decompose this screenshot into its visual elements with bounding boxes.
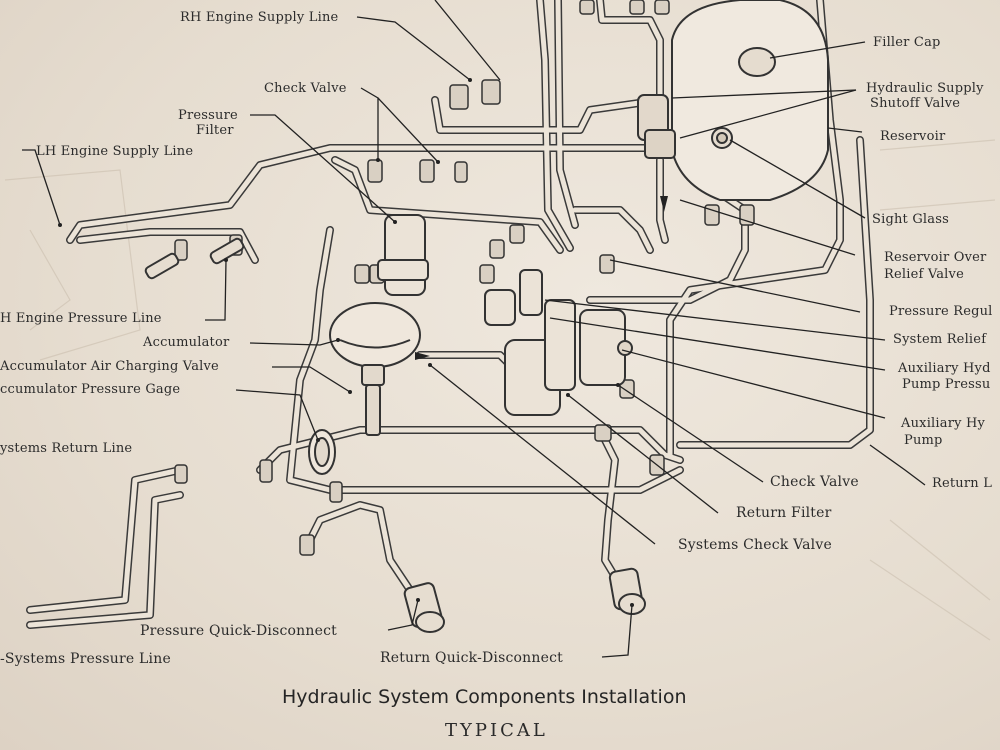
lh-engine-fittings xyxy=(144,237,245,280)
label-system-relief: System Relief xyxy=(893,332,987,347)
label-hydraulic-supply-line2: Shutoff Valve xyxy=(870,96,961,111)
label-reservoir-overboard-line1: Reservoir Over xyxy=(884,250,987,265)
label-filler-cap: Filler Cap xyxy=(873,35,941,50)
label-hydraulic-supply-line1: Hydraulic Supply xyxy=(866,81,984,96)
label-check-valve-top: Check Valve xyxy=(264,81,347,96)
label-pressure-regulator: Pressure Regul xyxy=(889,304,993,319)
label-pressure-quick-disconnect: Pressure Quick-Disconnect xyxy=(140,623,337,639)
quick-disconnects xyxy=(403,567,646,633)
label-return-filter: Return Filter xyxy=(736,505,832,521)
leader-lines xyxy=(22,0,926,658)
label-accumulator-air-charging-valve: Accumulator Air Charging Valve xyxy=(0,359,219,374)
label-reservoir: Reservoir xyxy=(880,129,946,144)
label-accumulator-pressure-gage: ccumulator Pressure Gage xyxy=(0,382,181,397)
label-aux-hyd-pump-line2: Pump xyxy=(904,433,943,448)
label-pressure-filter-line1: Pressure xyxy=(178,108,238,123)
label-accumulator: Accumulator xyxy=(143,335,230,350)
label-aux-hyd-pump-line1: Auxiliary Hy xyxy=(901,416,986,431)
flow-arrows xyxy=(415,196,668,360)
label-aux-hyd-pump-pressure-line2: Pump Pressu xyxy=(902,377,991,392)
figure-title: Hydraulic System Components Installation xyxy=(282,686,687,708)
label-lh-engine-supply-line: LH Engine Supply Line xyxy=(36,144,194,159)
reservoir-tank xyxy=(637,0,829,201)
label-sight-glass: Sight Glass xyxy=(872,212,949,227)
label-systems-return-line: ystems Return Line xyxy=(0,441,133,456)
label-systems-check-valve: Systems Check Valve xyxy=(678,537,832,553)
pump-cluster xyxy=(484,269,633,416)
label-check-valve-right: Check Valve xyxy=(770,474,859,490)
background-ghost-lines xyxy=(4,139,996,641)
label-systems-pressure-line: -Systems Pressure Line xyxy=(0,651,171,667)
pressure-filter-body xyxy=(377,214,429,296)
label-aux-hyd-pump-pressure-line1: Auxiliary Hyd xyxy=(898,361,991,376)
accumulator-sphere xyxy=(329,302,421,436)
figure-subtitle: TYPICAL xyxy=(445,720,548,741)
leader-dots xyxy=(58,78,634,607)
label-return-line: Return L xyxy=(932,476,993,491)
label-rh-engine-supply-line: RH Engine Supply Line xyxy=(180,10,339,25)
label-return-quick-disconnect: Return Quick-Disconnect xyxy=(380,650,563,666)
tubing xyxy=(26,0,874,629)
fittings xyxy=(174,0,755,556)
pressure-gage xyxy=(308,429,336,475)
label-lh-engine-pressure-line: H Engine Pressure Line xyxy=(0,311,162,326)
label-pressure-filter-line2: Filter xyxy=(196,123,234,138)
label-reservoir-overboard-line2: Relief Valve xyxy=(884,267,964,282)
